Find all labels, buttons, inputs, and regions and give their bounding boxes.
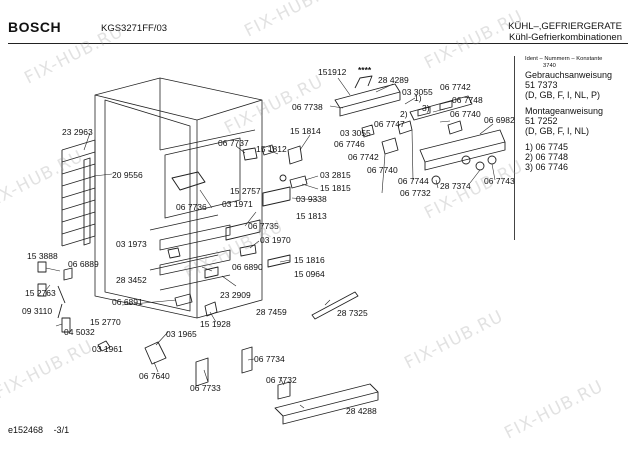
mount-langs: (D, GB, F, I, NL) [525, 126, 590, 136]
part-label: 15 1816 [294, 255, 325, 265]
mount-number: 51 7252 [525, 116, 558, 126]
part-label: 15 1815 [320, 183, 351, 193]
part-label: 23 2963 [62, 127, 93, 137]
part-label: 06 7738 [292, 102, 323, 112]
part-label: 06 7737 [218, 138, 249, 148]
part-label: 06 6890 [232, 262, 263, 272]
title-line-2: Kühl-Gefrierkombinationen [508, 32, 622, 43]
part-label: 03 1965 [166, 329, 197, 339]
part-label: 06 7742 [348, 152, 379, 162]
part-label: 28 4288 [346, 406, 377, 416]
mount-title: Montageanweisung [525, 106, 604, 116]
part-label: 06 7735 [248, 221, 279, 231]
footer: e152468 -3/1 [8, 425, 69, 435]
part-label: 06 7744 [398, 176, 429, 186]
part-label: 06 7742 [440, 82, 471, 92]
part-label: 15 2770 [90, 317, 121, 327]
part-label: 06 7734 [254, 354, 285, 364]
title-block: KÜHL–,GEFRIERGERATE Kühl-Gefrierkombinat… [508, 21, 622, 43]
part-label: 2) [400, 109, 408, 119]
part-label: 1) [414, 93, 422, 103]
header-rule [8, 43, 628, 44]
left-small-parts [37, 261, 73, 333]
part-label: 15 1812 [256, 144, 287, 154]
variant-2: 2) 06 7748 [525, 152, 569, 162]
part-label: 03 1973 [116, 239, 147, 249]
part-label: **** [358, 65, 372, 75]
part-label: 06 7748 [452, 95, 483, 105]
small-components [167, 144, 308, 317]
leader-lines [45, 77, 496, 409]
part-label: 06 7740 [367, 165, 398, 175]
part-label: 06 7640 [139, 371, 170, 381]
part-label: 06 6889 [68, 259, 99, 269]
title-line-1: KÜHL–,GEFRIERGERATE [508, 21, 622, 32]
cabinet-body [94, 77, 263, 319]
variant-3: 3) 06 7746 [525, 162, 569, 172]
part-label: 09 3110 [22, 306, 53, 316]
part-label: 15 1814 [290, 126, 321, 136]
part-label: 3) [422, 103, 430, 113]
part-label: 03 1961 [92, 344, 123, 354]
usage-title: Gebrauchsanweisung [525, 70, 613, 80]
footer-page: -3/1 [53, 425, 70, 435]
part-label: 15 1928 [200, 319, 231, 329]
part-label: 06 7732 [266, 375, 297, 385]
part-label: 23 2909 [220, 290, 251, 300]
variant-1: 1) 06 7745 [525, 142, 569, 152]
part-label: 06 6982 [484, 115, 515, 125]
part-label: 06 7733 [190, 383, 221, 393]
part-label: 06 7736 [176, 202, 207, 212]
part-label: 15 0964 [294, 269, 325, 279]
part-label: 15 3888 [27, 251, 58, 261]
part-label: 06 7740 [450, 109, 481, 119]
part-label: 15 2763 [25, 288, 56, 298]
part-label: 28 7459 [256, 307, 287, 317]
part-label: 06 7747 [374, 119, 405, 129]
part-label: 15 2757 [230, 186, 261, 196]
footer-code: e152468 [8, 425, 44, 435]
part-label: 20 9556 [112, 170, 143, 180]
part-label: 15 1813 [296, 211, 327, 221]
part-label: 28 7325 [337, 308, 368, 318]
part-label: 04 5032 [64, 327, 95, 337]
ident-sub: 3740 [543, 63, 556, 69]
part-label: 151912 [318, 67, 347, 77]
part-label: 06 6891 [112, 297, 143, 307]
part-label: 06 7743 [484, 176, 515, 186]
part-label: 28 4289 [378, 75, 409, 85]
bottom-parts [97, 291, 379, 425]
info-panel: Ident – Nummern – Konstante 3740 Gebrauc… [514, 56, 630, 240]
control-assembly [334, 75, 506, 185]
part-label: 06 7746 [334, 139, 365, 149]
part-label: 03 3055 [340, 128, 371, 138]
part-label: 28 7374 [440, 181, 471, 191]
part-label: 06 7732 [400, 188, 431, 198]
usage-number: 51 7373 [525, 80, 558, 90]
ident-line: Ident – Nummern – Konstante [525, 56, 603, 62]
brand-logo-text: BOSCH [8, 19, 62, 35]
model-number: KGS3271FF/03 [101, 23, 168, 34]
part-label: 03 1971 [222, 199, 253, 209]
part-label: 03 9338 [296, 194, 327, 204]
usage-langs: (D, GB, F, I, NL, P) [525, 90, 601, 100]
condenser-coil [61, 139, 96, 247]
part-label: 03 3055 [402, 87, 433, 97]
part-label: 03 2815 [320, 170, 351, 180]
part-label: 28 3452 [116, 275, 147, 285]
part-label: 03 1970 [260, 235, 291, 245]
